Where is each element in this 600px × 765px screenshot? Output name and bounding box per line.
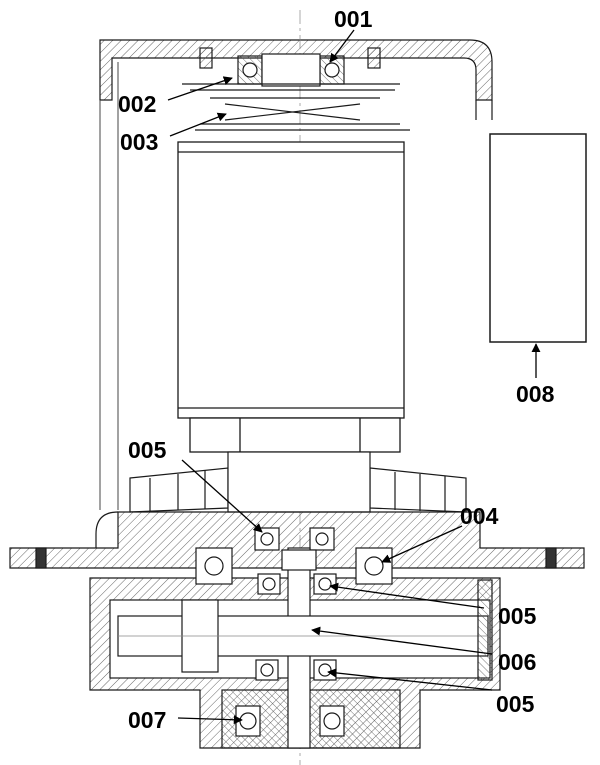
callout-labels: 001 002 003 004 005 005 005 006 007 008 [118, 6, 555, 733]
callout-002: 002 [118, 91, 156, 117]
motor-stator [177, 141, 405, 453]
callout-001: 001 [334, 6, 373, 32]
callout-005-middle: 005 [498, 603, 537, 629]
callout-003: 003 [120, 129, 158, 155]
callout-005-lower: 005 [496, 691, 535, 717]
fan-blades [129, 451, 467, 513]
component-box-008 [489, 133, 587, 343]
spring-washer [182, 83, 410, 131]
top-bearing [199, 47, 381, 87]
output-shaft [117, 547, 493, 749]
callout-005-upper: 005 [128, 437, 167, 463]
mounting-flange [9, 511, 585, 569]
bearing-set [195, 527, 393, 737]
callout-007: 007 [128, 707, 166, 733]
leader-lines [167, 29, 541, 725]
callout-008: 008 [516, 381, 555, 407]
callout-006: 006 [498, 649, 536, 675]
callout-004: 004 [460, 503, 499, 529]
